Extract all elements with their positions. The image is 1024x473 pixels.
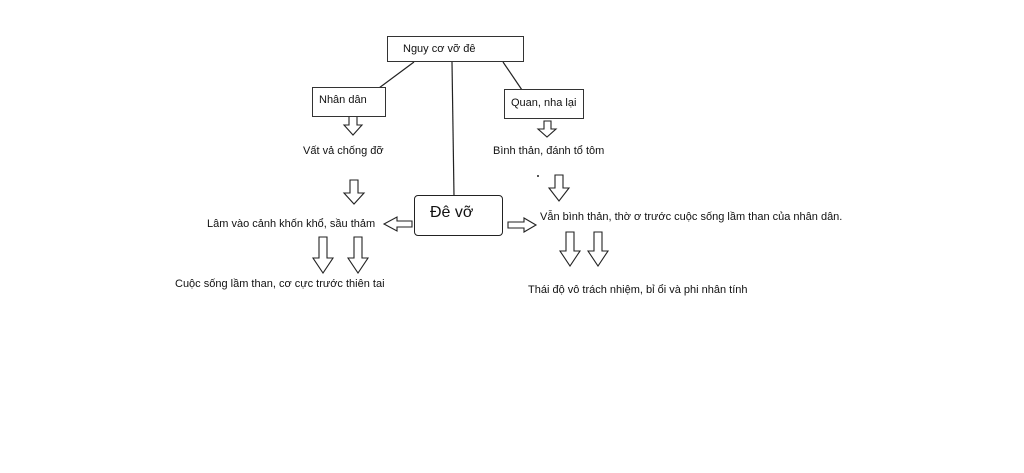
- arrow-down-people-3a: [311, 236, 335, 274]
- arrow-down-people-1: [342, 115, 364, 136]
- people-step-2: Lâm vào cảnh khốn khổ, sầu thảm: [207, 218, 376, 230]
- officials-step-3: Thái độ vô trách nhiệm, bỉ ổi và phi nhâ…: [528, 284, 748, 296]
- node-officials: Quan, nha lại: [504, 89, 584, 119]
- arrow-down-people-2: [342, 179, 366, 205]
- arrow-down-officials-3b: [586, 231, 610, 267]
- arrow-down-officials-2: [547, 174, 571, 202]
- node-top: Nguy cơ vỡ đê: [387, 36, 524, 62]
- node-center-label: Đê vỡ: [430, 204, 474, 221]
- node-center: Đê vỡ: [414, 195, 503, 236]
- people-step-1: Vất vả chống đỡ: [303, 145, 384, 157]
- node-people: Nhân dân: [312, 87, 386, 117]
- node-people-label: Nhân dân: [319, 94, 367, 106]
- arrow-down-people-3b: [346, 236, 370, 274]
- connector-top-to-officials: [502, 61, 523, 91]
- connector-top-to-center: [451, 61, 455, 197]
- people-step-3: Cuộc sống lầm than, cơ cực trước thiên t…: [175, 278, 385, 290]
- officials-step-1: Bình thản, đánh tổ tôm: [493, 145, 605, 157]
- arrow-down-officials-1: [536, 120, 558, 138]
- connector-top-to-people: [378, 61, 415, 89]
- arrow-right-center: [507, 217, 538, 233]
- arrow-left-center: [382, 216, 413, 232]
- stray-dot: [537, 175, 539, 177]
- node-officials-label: Quan, nha lại: [511, 97, 577, 109]
- officials-step-2: Vẫn bình thản, thờ ơ trước cuộc sống lầm…: [540, 211, 843, 223]
- node-top-label: Nguy cơ vỡ đê: [403, 43, 476, 55]
- arrow-down-officials-3a: [558, 231, 582, 267]
